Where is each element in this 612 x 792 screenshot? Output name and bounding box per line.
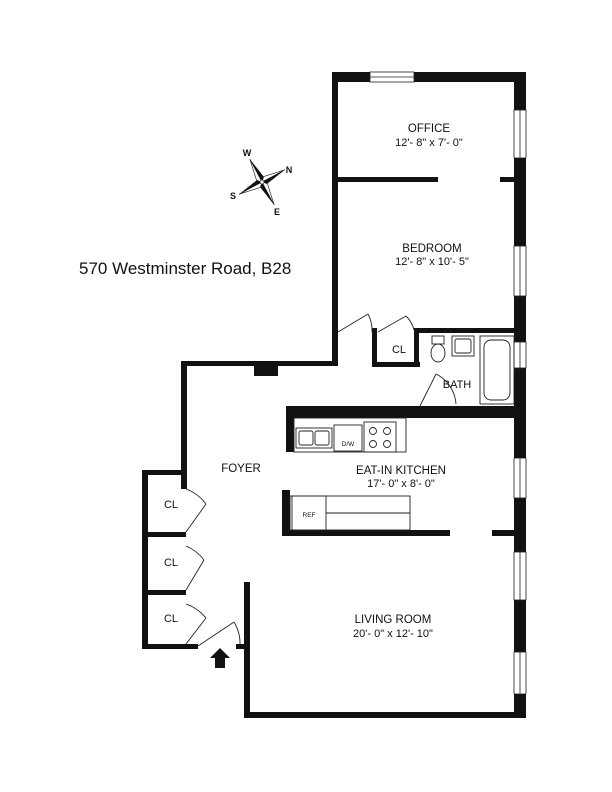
- kitchen-counter: [293, 417, 407, 453]
- compass-north-label: N: [286, 165, 293, 175]
- bedroom-name: BEDROOM: [402, 243, 461, 255]
- dishwasher-label: D/W: [342, 441, 356, 448]
- entry-door: [197, 621, 241, 647]
- toilet-icon: [430, 335, 446, 363]
- east-wall: [514, 498, 526, 552]
- closet-wall: [414, 328, 419, 366]
- dishwasher: [333, 424, 363, 452]
- north-wall: [414, 72, 526, 82]
- partition-wall: [500, 177, 514, 182]
- column: [254, 366, 278, 376]
- partition-wall: [338, 177, 438, 182]
- bath-fixtures: [430, 335, 515, 405]
- door: [185, 545, 205, 591]
- compass-east-label: E: [274, 207, 280, 217]
- sink-icon: [451, 335, 475, 357]
- window: [513, 341, 527, 369]
- kitchen-sink-icon: [295, 427, 333, 449]
- south-wall: [244, 712, 526, 718]
- east-wall: [514, 158, 526, 246]
- address-title: 570 Westminster Road, B28: [79, 259, 291, 278]
- kitchen-fixtures: [289, 417, 411, 531]
- kitchen-wall: [286, 406, 526, 418]
- closet-wall: [181, 475, 187, 489]
- office-label: OFFICE 12'- 8" x 7'- 0": [395, 123, 463, 149]
- closet-label: CL: [164, 499, 178, 511]
- partition-wall: [282, 530, 450, 536]
- bedroom-dimensions: 12'- 8" x 10'- 5": [395, 256, 469, 268]
- entry-wall: [236, 644, 246, 649]
- partition-wall: [332, 330, 338, 364]
- closet-wall: [372, 328, 377, 366]
- compass-icon: [238, 158, 286, 206]
- bedroom-label: BEDROOM 12'- 8" x 10'- 5": [395, 243, 469, 268]
- door: [419, 373, 457, 407]
- partition-wall: [492, 530, 514, 536]
- living-room-label: LIVING ROOM 20'- 0" x 12'- 10": [353, 614, 433, 640]
- compass-south-label: S: [230, 191, 236, 201]
- closet-wall: [142, 590, 186, 595]
- closet-wall: [142, 470, 186, 475]
- windows: [369, 71, 527, 695]
- bath-label: BATH: [443, 379, 472, 391]
- east-wall: [514, 296, 526, 342]
- partition-wall: [416, 328, 514, 333]
- window: [513, 109, 527, 159]
- closet-label: CL: [164, 557, 178, 569]
- refrigerator-label: REF: [303, 512, 316, 519]
- partition-wall: [282, 490, 290, 536]
- office-name: OFFICE: [408, 123, 450, 135]
- west-wall: [244, 582, 250, 718]
- closet-label: CL: [164, 613, 178, 625]
- west-wall: [332, 72, 338, 334]
- door: [185, 488, 207, 533]
- closet-wall: [372, 362, 420, 367]
- closet-wall: [142, 470, 148, 648]
- kitchen-label: EAT-IN KITCHEN 17'- 0" x 8'- 0": [356, 465, 446, 490]
- north-wall: [332, 72, 370, 82]
- north-wall: [184, 361, 338, 366]
- door: [185, 603, 207, 645]
- office-dimensions: 12'- 8" x 7'- 0": [395, 137, 463, 149]
- compass-west-label: W: [243, 148, 252, 158]
- window: [513, 651, 527, 695]
- walls: [142, 72, 526, 718]
- entry-arrow-icon: [210, 648, 230, 668]
- window: [513, 245, 527, 297]
- stove-icon: [363, 421, 397, 453]
- foyer-label: FOYER: [221, 463, 261, 475]
- door: [377, 315, 415, 333]
- living-room-dimensions: 20'- 0" x 12'- 10": [353, 628, 433, 640]
- closet-wall: [142, 644, 198, 649]
- kitchen-wall: [286, 406, 294, 452]
- window: [369, 71, 415, 83]
- kitchen-name: EAT-IN KITCHEN: [356, 465, 446, 477]
- bathtub-icon: [479, 335, 515, 405]
- window: [513, 551, 527, 601]
- east-wall: [514, 600, 526, 652]
- bath-closet-label: CL: [392, 344, 406, 356]
- window: [513, 457, 527, 499]
- door: [337, 313, 373, 333]
- west-wall: [181, 361, 187, 475]
- doors: [185, 313, 457, 647]
- kitchen-dimensions: 17'- 0" x 8'- 0": [367, 478, 435, 490]
- closet-wall: [142, 532, 186, 537]
- living-room-name: LIVING ROOM: [355, 614, 432, 626]
